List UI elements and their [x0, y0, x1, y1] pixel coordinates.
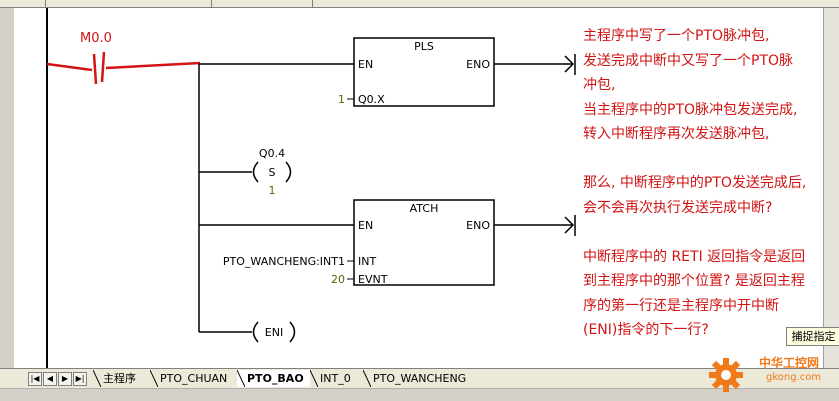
- tab-pto-wancheng[interactable]: PTO_WANCHENG: [363, 370, 472, 387]
- contact-label: M0.0: [80, 31, 112, 46]
- tab-label: INT_0: [320, 372, 351, 385]
- annotation-line: 转入中断程序再次发送脉冲包,: [583, 126, 770, 142]
- atch-block[interactable]: ATCH EN ENO INT EVNT: [353, 199, 495, 286]
- contact-m0-0[interactable]: [46, 51, 201, 85]
- tooltip: 捕捉指定: [786, 327, 839, 346]
- atch-evnt-value: 20: [331, 273, 345, 286]
- tab-edge-icon: [363, 370, 371, 387]
- atch-int-value: PTO_WANCHENG:INT1: [223, 255, 345, 268]
- last-tab-button[interactable]: ▶|: [73, 372, 87, 386]
- arrow-icon: [564, 54, 576, 75]
- annotation-line: [583, 220, 806, 245]
- pls-param-name: Q0.X: [358, 93, 385, 106]
- tab-label: PTO_WANCHENG: [373, 372, 467, 385]
- next-tab-button[interactable]: ▶: [58, 372, 72, 386]
- tab-pto-bao[interactable]: PTO_BAO: [237, 370, 310, 387]
- annotation-line: (ENI)指令的下一行?: [583, 322, 709, 338]
- atch-int-name: INT: [358, 255, 376, 268]
- atch-eno: ENO: [466, 219, 490, 232]
- annotation-line: 冲包,: [583, 77, 616, 93]
- atch-evnt-name: EVNT: [358, 273, 388, 286]
- tab-label: 主程序: [103, 372, 136, 385]
- watermark-brand: 中华工控网: [759, 356, 820, 370]
- program-tab-bar: |◀ ◀ ▶ ▶| 主程序 PTO_CHUAN PTO_BAO INT_0 PT…: [0, 368, 839, 389]
- set-coil-address: Q0.4: [259, 147, 285, 160]
- pls-en: EN: [358, 58, 373, 71]
- annotation-line: 序的第一行还是主程序中开中断: [583, 297, 779, 314]
- column-header-strip: [0, 0, 839, 8]
- arrow-icon: [564, 215, 576, 236]
- set-coil-op: S: [269, 166, 276, 179]
- annotation-line: 那么, 中断程序中的PTO发送完成后,: [583, 175, 807, 191]
- annotation-text: 主程序中写了一个PTO脉冲包, 发送完成中断中又写了一个PTO脉 冲包, 当主程…: [583, 24, 806, 343]
- set-coil[interactable]: S: [252, 161, 292, 183]
- tab-edge-icon: [310, 370, 318, 387]
- annotation-line: 到主程序中的那个位置? 是返回主程: [583, 273, 805, 289]
- annotation-line: 主程序中写了一个PTO脉冲包,: [583, 28, 770, 44]
- annotation-line: 中断程序中的 RETI 返回指令是返回: [583, 248, 806, 265]
- tab-main-program[interactable]: 主程序: [93, 370, 142, 387]
- tab-label: PTO_BAO: [247, 372, 304, 385]
- header-cell: [212, 0, 313, 8]
- header-cell: [313, 0, 839, 8]
- status-bar: [0, 388, 839, 401]
- tab-label: PTO_CHUAN: [160, 372, 228, 385]
- rung-gutter: [14, 8, 47, 368]
- pls-block[interactable]: PLS EN ENO Q0.X: [353, 37, 495, 107]
- tab-edge-icon: [93, 370, 101, 387]
- annotation-line: [583, 147, 806, 172]
- tab-int-0[interactable]: INT_0: [310, 370, 357, 387]
- vertical-scrollbar[interactable]: [823, 8, 839, 368]
- tab-pto-chuan[interactable]: PTO_CHUAN: [150, 370, 233, 387]
- annotation-line: 当主程序中的PTO脉冲包发送完成,: [583, 101, 798, 118]
- atch-title: ATCH: [410, 202, 439, 215]
- prev-tab-button[interactable]: ◀: [43, 372, 57, 386]
- set-coil-count: 1: [269, 184, 276, 197]
- pls-title: PLS: [414, 40, 434, 53]
- gear-icon: [709, 358, 743, 392]
- watermark-domain: gkong.com: [766, 372, 822, 383]
- annotation-line: 会不会再次执行发送完成中断?: [583, 199, 773, 216]
- first-tab-button[interactable]: |◀: [28, 372, 42, 386]
- tab-edge-icon: [237, 370, 245, 387]
- eni-coil[interactable]: ENI: [252, 321, 296, 343]
- atch-en: EN: [358, 219, 373, 232]
- watermark-logo: 中华工控网 gkong.com: [706, 350, 839, 400]
- header-cell: [0, 0, 46, 8]
- eni-coil-label: ENI: [265, 326, 283, 339]
- pls-param-value: 1: [338, 93, 345, 106]
- header-cell: [46, 0, 212, 8]
- annotation-line: 发送完成中断中又写了一个PTO脉: [583, 52, 794, 69]
- pls-eno: ENO: [466, 58, 490, 71]
- tab-edge-icon: [150, 370, 158, 387]
